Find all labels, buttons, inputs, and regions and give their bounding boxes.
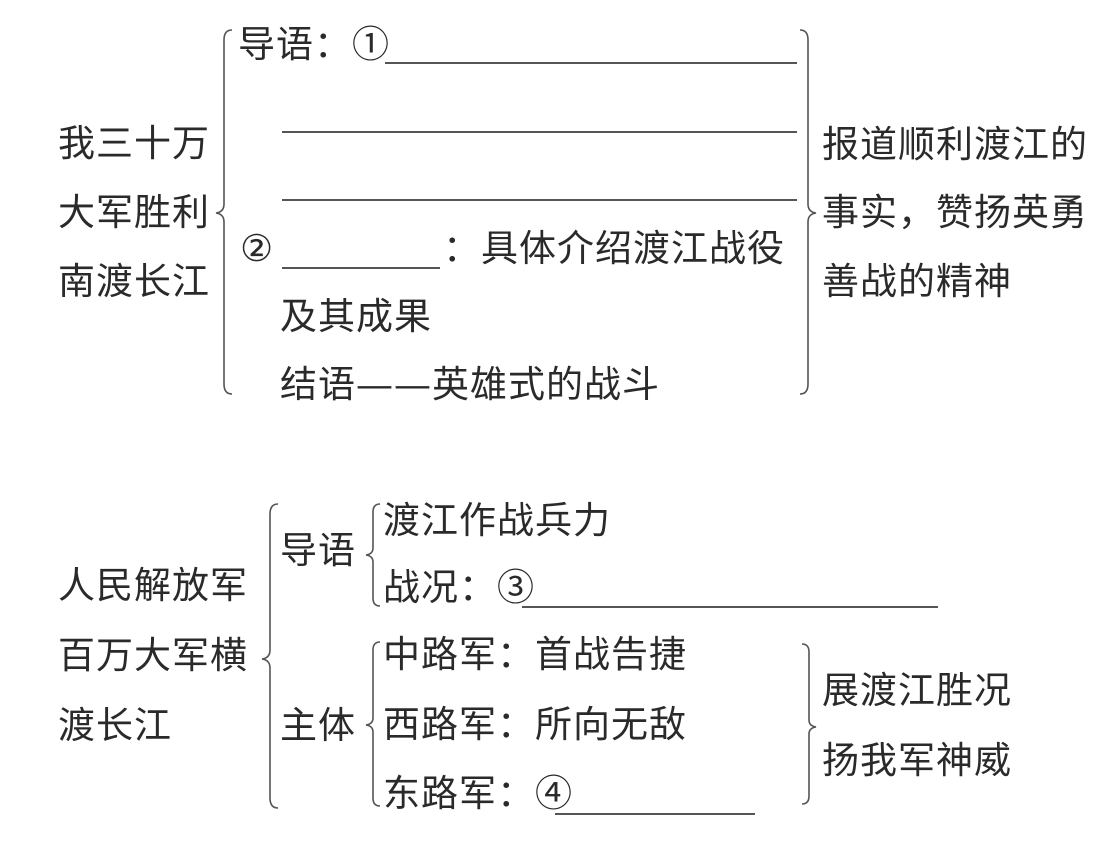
right-brace <box>801 643 817 805</box>
purpose-line: 展渡江胜况 <box>822 669 1012 712</box>
topic-line: 我三十万 <box>58 122 210 165</box>
body-label: 主体 <box>280 704 356 747</box>
left-brace <box>215 29 233 395</box>
outer-brace <box>261 503 279 809</box>
purpose-line: 善战的精神 <box>822 260 1012 303</box>
blank-1-line-2[interactable] <box>282 131 797 133</box>
purpose-line: 报道顺利渡江的 <box>822 123 1088 166</box>
conclusion: 结语——英雄式的战斗 <box>280 363 660 406</box>
purpose-line: 事实，赞扬英勇 <box>822 191 1088 234</box>
right-brace <box>799 29 817 395</box>
item2-text-cont: 及其成果 <box>280 295 432 338</box>
topic-line: 百万大军横 <box>58 634 248 677</box>
body-item: 中路军：首战告捷 <box>383 633 687 676</box>
purpose-line: 扬我军神威 <box>822 739 1012 782</box>
body-item: 东路军：④ <box>383 772 573 815</box>
topic-line: 大军胜利 <box>58 191 210 234</box>
blank-1-line-3[interactable] <box>282 199 797 201</box>
item2-marker: ② <box>240 227 275 270</box>
intro-label: 导语 <box>280 529 356 572</box>
intro-label: 导语：① <box>238 23 390 66</box>
topic-line: 人民解放军 <box>58 564 248 607</box>
intro-brace <box>365 503 381 607</box>
topic-line: 南渡长江 <box>58 260 210 303</box>
intro-item: 战况：③ <box>383 566 535 609</box>
blank-2[interactable] <box>282 267 440 269</box>
topic-line: 渡长江 <box>58 704 172 747</box>
item2-text: ：具体介绍渡江战役 <box>443 227 785 270</box>
blank-3[interactable] <box>522 606 938 608</box>
body-brace <box>365 641 381 807</box>
body-item: 西路军：所向无敌 <box>383 703 687 746</box>
intro-item: 渡江作战兵力 <box>383 499 611 542</box>
blank-4[interactable] <box>555 813 755 815</box>
blank-1-line-1[interactable] <box>385 62 797 64</box>
